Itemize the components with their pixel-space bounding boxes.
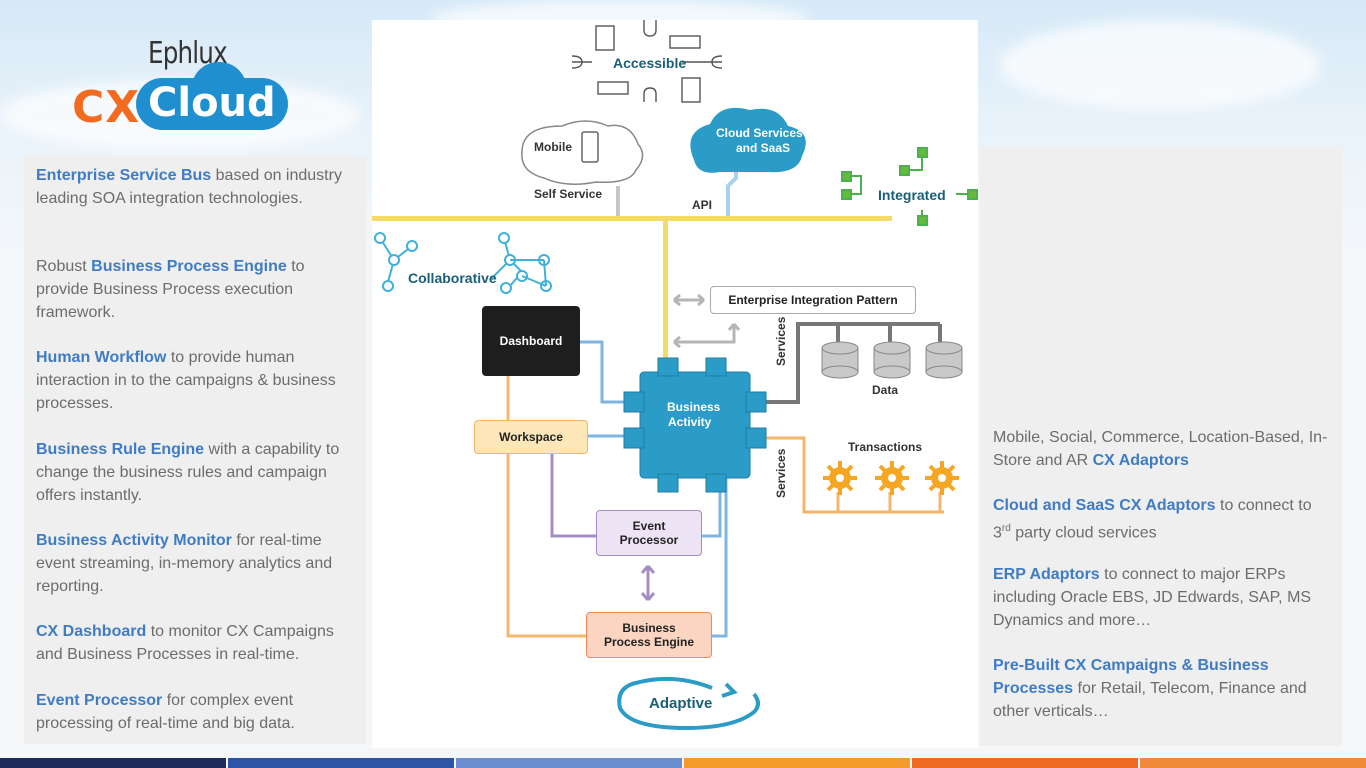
adaptor-title: CX Adaptors [1092, 452, 1189, 469]
adaptor-erp: ERP Adaptors to connect to major ERPs in… [993, 566, 1312, 629]
bar-segment [456, 758, 682, 768]
bottom-color-bar [0, 758, 1366, 768]
feature-title: Event Processor [36, 692, 163, 709]
eip-box: Enterprise Integration Pattern [710, 286, 916, 314]
adaptor-prebuilt: Pre-Built CX Campaigns & Business Proces… [993, 657, 1307, 720]
bar-segment [912, 758, 1138, 768]
feature-title: Human Workflow [36, 349, 167, 366]
diagram-lines [372, 20, 978, 731]
adaptor-title: ERP Adaptors [993, 566, 1100, 583]
feature-human-workflow: Human Workflow to provide human interact… [36, 349, 336, 412]
logo-cx-text: CX [72, 82, 141, 133]
cloud-services-label: Cloud Services [716, 126, 803, 140]
business-activity-label-2: Activity [668, 415, 712, 429]
feature-bam: Business Activity Monitor for real-time … [36, 532, 333, 595]
business-activity-block [623, 357, 767, 493]
adaptor-title: Cloud and SaaS CX Adaptors [993, 497, 1216, 514]
integrated-icon [841, 147, 978, 226]
bar-segment [1140, 758, 1366, 768]
accessible-label: Accessible [613, 55, 687, 71]
logo-cloud-shape [136, 62, 288, 130]
ephlux-cx-cloud-logo: Ephlux CX Cloud [72, 30, 302, 140]
adaptor-cloud-saas: Cloud and SaaS CX Adaptors to connect to… [993, 497, 1312, 542]
dashboard-box: Dashboard [482, 306, 580, 376]
integrated-label: Integrated [878, 187, 946, 203]
mobile-label: Mobile [534, 140, 572, 154]
feature-esb: Enterprise Service Bus based on industry… [36, 167, 342, 207]
sky-cloud [1000, 20, 1320, 110]
feature-title: Enterprise Service Bus [36, 167, 212, 184]
adaptor-title: Pre-Built CX Campaigns & Business Proces… [993, 657, 1269, 697]
feature-title: Business Activity Monitor [36, 532, 232, 549]
self-service-label: Self Service [534, 187, 603, 201]
collaborative-icon [374, 232, 552, 294]
bar-segment [228, 758, 454, 768]
feature-title: Business Process Engine [91, 258, 287, 275]
adaptive-label: Adaptive [649, 695, 713, 712]
accessible-icon [571, 20, 723, 103]
feature-cx-dashboard: CX Dashboard to monitor CX Campaigns and… [36, 623, 334, 663]
logo-cloud-text: Cloud [148, 80, 276, 126]
business-activity-label-1: Business [667, 400, 721, 414]
architecture-diagram: Accessible Mobile Self Service Cloud Ser… [372, 20, 978, 748]
feature-bpe: Robust Business Process Engine to provid… [36, 258, 305, 321]
and-saas-label: and SaaS [736, 141, 791, 155]
adaptor-cx: Mobile, Social, Commerce, Location-Based… [993, 429, 1328, 469]
api-label: API [692, 198, 713, 212]
data-label: Data [872, 383, 899, 397]
bar-segment [684, 758, 910, 768]
feature-rule-engine: Business Rule Engine with a capability t… [36, 441, 340, 504]
services-top-label: Services [774, 316, 788, 366]
workspace-box: Workspace [474, 420, 588, 454]
transactions-label: Transactions [848, 440, 923, 454]
bar-segment [0, 758, 226, 768]
data-cylinders [821, 341, 963, 379]
left-feature-panel: Enterprise Service Bus based on industry… [24, 156, 366, 744]
services-bottom-label: Services [774, 448, 788, 498]
feature-event-processor: Event Processor for complex event proces… [36, 692, 295, 732]
feature-title: Business Rule Engine [36, 441, 205, 458]
feature-title: CX Dashboard [36, 623, 147, 640]
collaborative-label: Collaborative [408, 270, 497, 286]
right-feature-panel: Mobile, Social, Commerce, Location-Based… [980, 146, 1342, 746]
